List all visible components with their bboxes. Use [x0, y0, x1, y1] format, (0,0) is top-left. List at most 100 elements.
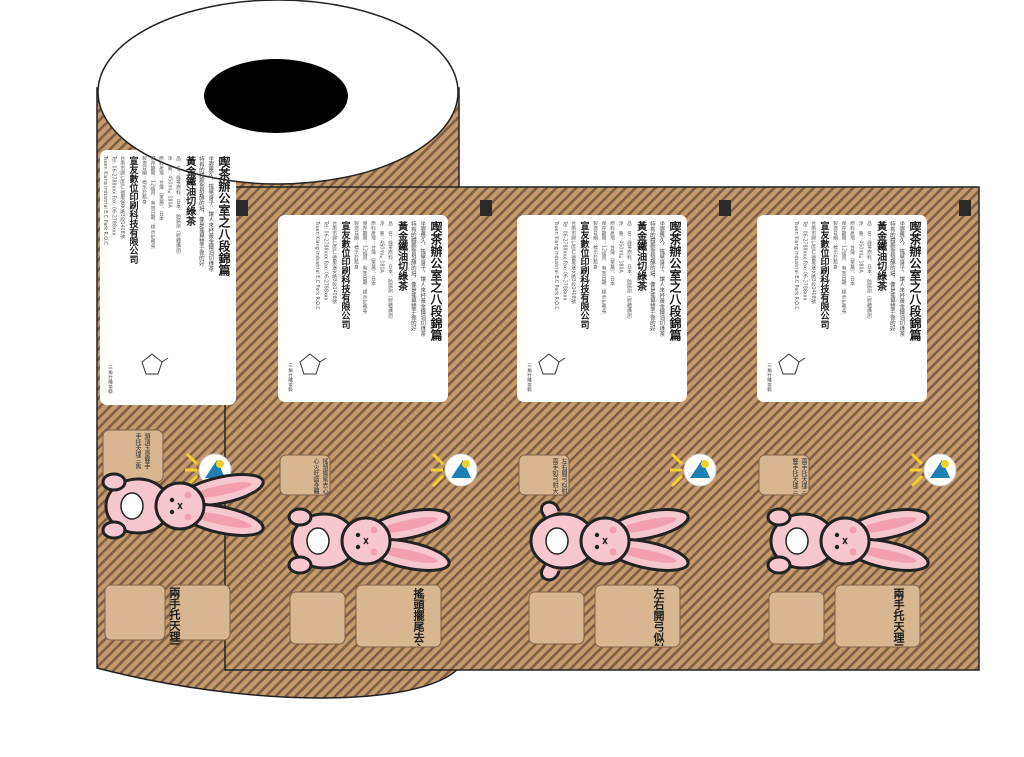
label-headline: 喫茶辦公室之八段錦篇	[217, 156, 230, 276]
label-company-line: Tel: 06-2788xxx Fax: 06-2788xxx	[110, 156, 116, 236]
label-company-line: Tel: 06-2788xxx Fax: 06-2788xxx	[561, 221, 567, 301]
label-artwork-4	[757, 200, 971, 648]
label-company-line: Tsuen Kiang Industrial E.C Park R.O.C	[104, 156, 108, 245]
label-company-line: Tsuen Kiang Industrial E.C Park R.O.C	[553, 221, 559, 310]
label-text-column: 喫茶辦公室之八段錦篇坐姿應久，搖晃身子，讓人來杯黃金鐵油切綠茶特有的鐵觀音發酵的…	[284, 221, 442, 396]
label-headline: 喫茶辦公室之八段錦篇	[668, 221, 681, 341]
register-mark-icon	[719, 200, 731, 216]
verse-box	[758, 454, 810, 496]
label-spec-line: 原料產地：台灣（茶葉）、日本	[370, 221, 376, 286]
label-spec-line: 保存期限：12個月 有效日期：標示於瓶身	[361, 221, 367, 314]
tea-pot-icon	[538, 353, 566, 375]
tea-pot-icon	[299, 353, 327, 375]
register-mark-icon	[236, 200, 248, 216]
register-mark-icon	[480, 200, 492, 216]
label-spec-line: 淨 重：450ml×180A	[378, 221, 384, 273]
label-headline: 喫茶辦公室之八段錦篇	[908, 221, 921, 341]
label-company-line: 台南市歸仁區仁德里保安路3段1408號	[331, 221, 337, 304]
slogan-box-main	[834, 584, 921, 648]
verse-line: 兩手托天理三焦	[800, 458, 807, 494]
label-spec-line: 製造日期：標示於瓶身	[832, 221, 838, 269]
label-intro-line: 坐姿應久，搖晃身子，讓人來杯黃金鐵油切綠茶	[898, 221, 905, 337]
label-company-line: 台南市歸仁區仁德里保安路3段1408號	[570, 221, 576, 304]
slogan-box-main	[594, 584, 681, 648]
label-artwork-1	[100, 150, 265, 641]
rabbit-mascot-icon	[287, 507, 451, 575]
label-company-name: 宣友數位印刷科技有限公司	[818, 221, 829, 329]
slogan-box	[289, 591, 346, 645]
label-product-name: 黃金鐵油切綠茶	[183, 156, 195, 226]
label-artwork-2	[278, 200, 492, 648]
label-spec-line: 淨 重：450ml×180A	[166, 156, 172, 208]
label-intro-line: 坐姿應久，搖晃身子，讓人來杯黃金鐵油切綠茶	[207, 156, 214, 272]
slogan-text: 搖頭擺尾去心火	[412, 588, 425, 646]
roll-core-icon	[204, 59, 348, 133]
label-intro-line: 特有的鐵觀音發酵的焙，像是搖晃雙手後的好	[888, 221, 895, 331]
label-logo-text: 三角竹雕茶藝	[766, 363, 771, 392]
verse-line: 雙手托天理三焦	[791, 458, 798, 494]
verse-line: 兩手如弓射大鵰	[551, 458, 558, 494]
label-company-name: 宣友數位印刷科技有限公司	[578, 221, 589, 329]
label-spec-line: 保存期限：12個月 有效日期：標示於瓶身	[600, 221, 606, 314]
rabbit-mascot-icon	[766, 507, 930, 575]
label-company-name: 宣友數位印刷科技有限公司	[127, 156, 138, 264]
label-product-name: 黃金鐵油切綠茶	[395, 221, 407, 291]
slogan-box-main	[169, 584, 231, 641]
verse-line: 心火旺盛身體乏	[312, 458, 319, 494]
label-text-column: 喫茶辦公室之八段錦篇坐姿應久，搖晃身子，讓人來杯黃金鐵油切綠茶特有的鐵觀音發酵的…	[523, 221, 681, 396]
register-mark-icon	[959, 200, 971, 216]
label-spec-line: 原料產地：台灣（茶葉）、日本	[609, 221, 615, 286]
label-spec-line: 淨 重：450ml×180A	[617, 221, 623, 273]
slogan-text: 兩手托天理三焦	[892, 588, 905, 646]
label-white-panel	[100, 150, 236, 405]
label-company-line: 台南市歸仁區仁德里保安路3段1408號	[810, 221, 816, 304]
tea-brand-logo-icon	[910, 452, 957, 488]
label-panel-1: 喫茶辦公室之八段錦篇坐姿應久，搖晃身子，讓人來杯黃金鐵油切綠茶特有的鐵觀音發酵的…	[100, 152, 234, 402]
label-spec-line: 淨 重：450ml×180A	[857, 221, 863, 273]
label-white-panel	[757, 215, 927, 402]
tea-pot-icon	[778, 353, 806, 375]
label-spec-line: 品 名：綠茶原料、日本、防腐劑（膠體護劑）	[175, 156, 181, 257]
label-company-line: Tsuen Kiang Industrial E.C Park R.O.C	[793, 221, 799, 310]
label-logo-text: 三角竹雕茶藝	[526, 363, 531, 392]
label-text-column: 喫茶辦公室之八段錦篇坐姿應久，搖晃身子，讓人來杯黃金鐵油切綠茶特有的鐵觀音發酵的…	[763, 221, 921, 396]
label-spec-line: 製造日期：標示於瓶身	[141, 156, 147, 204]
slogan-box	[768, 591, 825, 645]
label-intro-line: 特有的鐵觀音發酵的焙，像是搖晃雙手後的好	[648, 221, 655, 331]
label-text-column: 喫茶辦公室之八段錦篇坐姿應久，搖晃身子，讓人來杯黃金鐵油切綠茶特有的鐵觀音發酵的…	[104, 156, 230, 398]
slogan-box	[528, 591, 585, 645]
label-spec-line: 製造日期：標示於瓶身	[592, 221, 598, 269]
label-white-panel	[517, 215, 687, 402]
tea-brand-logo-icon	[431, 452, 478, 488]
label-spec-line: 保存期限：12個月 有效日期：標示於瓶身	[840, 221, 846, 314]
label-company-line: Tel: 06-2788xxx Fax: 06-2788xxx	[322, 221, 328, 301]
verse-box	[279, 454, 331, 496]
rabbit-mascot-icon	[101, 472, 265, 540]
label-artwork-3	[517, 200, 731, 648]
rabbit-mascot-icon	[529, 500, 690, 582]
label-company-line: Tsuen Kiang Industrial E.C Park R.O.C	[314, 221, 320, 310]
label-spec-line: 原料產地：台灣（茶葉）、日本	[849, 221, 855, 286]
label-spec-line: 原料產地：台灣（茶葉）、日本	[158, 156, 164, 221]
label-panel-2: 喫茶辦公室之八段錦篇坐姿應久，搖晃身子，讓人來杯黃金鐵油切綠茶特有的鐵觀音發酵的…	[280, 217, 446, 400]
label-intro-line: 特有的鐵觀音發酵的焙，像是搖晃雙手後的好	[409, 221, 416, 331]
label-logo-text: 三角竹雕茶藝	[107, 365, 112, 394]
label-product-name: 黃金鐵油切綠茶	[634, 221, 646, 291]
label-product-name: 黃金鐵油切綠茶	[874, 221, 886, 291]
label-white-panel	[278, 215, 448, 402]
slogan-text: 兩手托天理三焦	[168, 587, 181, 645]
verse-line: 手托天理三焦	[134, 433, 141, 469]
label-company-name: 宣友數位印刷科技有限公司	[339, 221, 350, 329]
verse-line: 搖頭擺尾去心火	[321, 458, 328, 494]
label-company-line: 台南市歸仁區仁德里保安路3段1408號	[119, 156, 125, 239]
label-spec-line: 製造日期：標示於瓶身	[353, 221, 359, 269]
verse-line: 左右開弓似射鵰	[560, 458, 567, 494]
label-intro-line: 坐姿應久，搖晃身子，讓人來杯黃金鐵油切綠茶	[419, 221, 426, 337]
label-headline: 喫茶辦公室之八段錦篇	[429, 221, 442, 341]
label-spec-line: 品 名：綠茶原料、日本、防腐劑（膠體護劑）	[387, 221, 393, 322]
tea-pot-icon	[141, 353, 169, 375]
slogan-box-main	[355, 584, 442, 648]
slogan-box	[104, 584, 166, 641]
